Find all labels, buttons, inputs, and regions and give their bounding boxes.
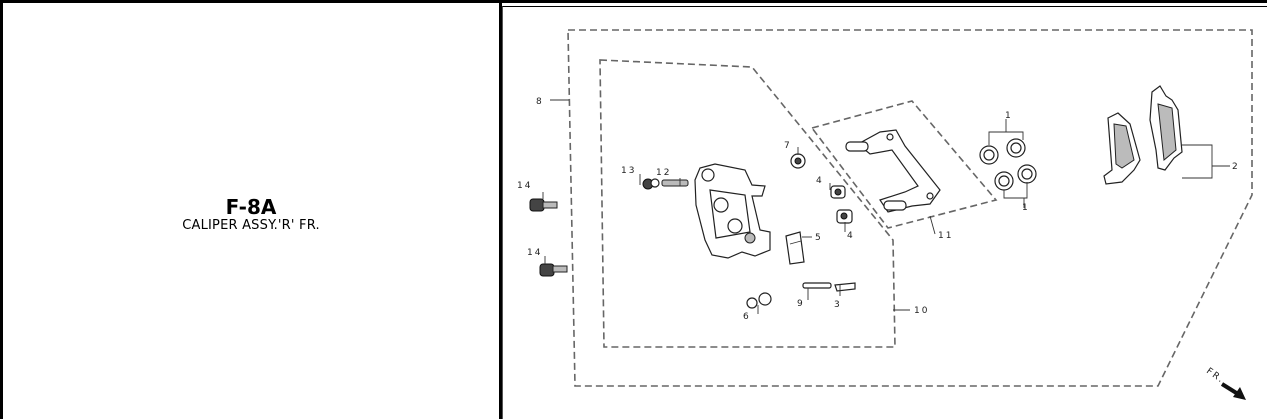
support-bracket (845, 129, 941, 213)
caliper-body (694, 163, 771, 259)
bolt-14b (539, 263, 568, 277)
callout-12: 12 (656, 168, 671, 178)
callout-9: 9 (797, 299, 805, 309)
callout-14-upper: 14 (517, 181, 532, 191)
outer-kit-boundary (567, 29, 1253, 387)
callout-8: 8 (536, 97, 544, 107)
dust-cap-7 (790, 153, 806, 169)
callout-13: 13 (621, 166, 636, 176)
section-header: F-8A CALIPER ASSY.'R' FR. (3, 3, 499, 419)
callout-1-bottom: 1 (1022, 203, 1030, 213)
section-title: CALIPER ASSY.'R' FR. (182, 218, 320, 233)
bracket-kit-boundary (810, 100, 998, 229)
piston-small-4a (830, 185, 846, 199)
brake-pads (1103, 85, 1183, 185)
pad-pin-9 (802, 282, 832, 289)
section-code: F-8A (225, 195, 277, 219)
callout-10: 10 (914, 306, 929, 316)
piston-seals (979, 138, 1037, 191)
piston-small-4b (836, 209, 853, 224)
leader-lines (542, 99, 1230, 314)
pad-spring-5 (785, 231, 805, 265)
pin-clip-3 (834, 282, 856, 292)
caliper-kit-boundary (599, 59, 896, 348)
callout-4-upper: 4 (816, 176, 824, 186)
callout-1-top: 1 (1005, 111, 1013, 121)
callout-11: 11 (938, 231, 953, 241)
callout-14-lower: 14 (527, 248, 542, 258)
callout-5: 5 (815, 233, 823, 243)
callout-3: 3 (834, 300, 842, 310)
callout-7: 7 (784, 141, 792, 151)
cap-13 (642, 178, 660, 190)
bleeder-6 (746, 292, 772, 309)
callout-2: 2 (1232, 162, 1240, 172)
bolt-14a (529, 198, 558, 212)
screw-12 (661, 179, 689, 187)
callout-4-lower: 4 (847, 231, 855, 241)
diagram-panel (502, 6, 1267, 419)
front-direction-arrow-icon (1220, 382, 1246, 400)
callout-6: 6 (743, 312, 751, 322)
panel-divider (499, 3, 502, 419)
